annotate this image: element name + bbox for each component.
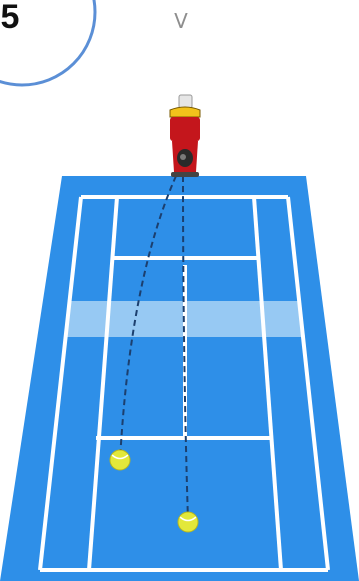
ball-machine-icon — [170, 95, 200, 177]
step-badge: 5 — [0, 0, 95, 85]
pattern-label: V — [174, 9, 188, 33]
tennis-ball-icon — [178, 512, 198, 532]
step-number: 5 — [1, 0, 20, 36]
ball-machine — [170, 95, 200, 177]
tennis-ball-icon — [110, 450, 130, 470]
